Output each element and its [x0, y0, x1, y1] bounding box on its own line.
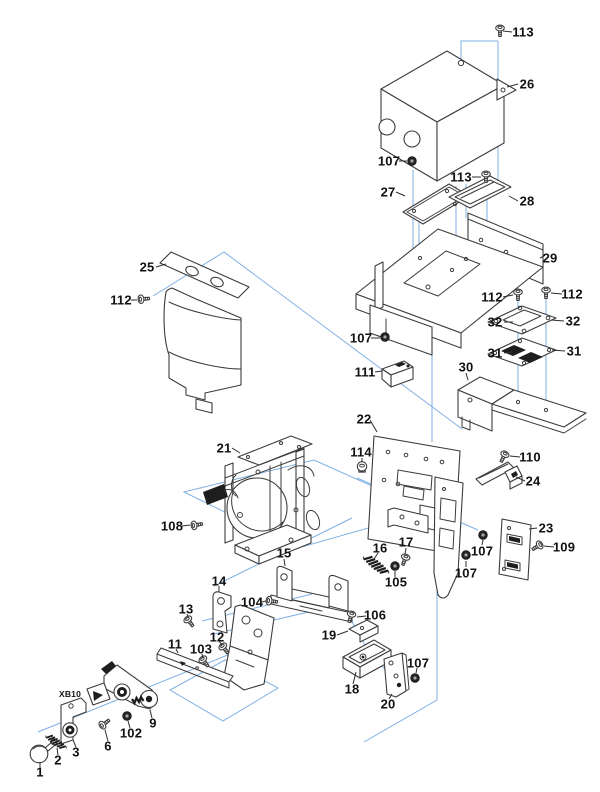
- leader-line: [515, 476, 526, 482]
- screw-icon: [529, 539, 545, 554]
- screw-icon: [495, 24, 505, 38]
- screw-icon: [182, 613, 197, 630]
- leader-line: [509, 455, 521, 458]
- leader-line: [373, 552, 379, 560]
- part-32-plate: [487, 305, 557, 335]
- part-19-bracket: [348, 619, 379, 643]
- leader-line: [374, 370, 383, 373]
- leader-line: [175, 648, 179, 654]
- part-28-clip: [448, 175, 512, 209]
- nut-icon: [461, 550, 471, 560]
- screw-icon: [541, 286, 551, 300]
- button-icon: [356, 461, 368, 473]
- reference-flag-xb10: [86, 682, 111, 706]
- nut-icon: [478, 530, 488, 540]
- leader-line: [550, 319, 565, 322]
- part-12-bracket-plate: [223, 604, 275, 691]
- part-14-bracket: [212, 591, 232, 634]
- leader-line: [395, 191, 406, 197]
- leader-line: [186, 613, 189, 618]
- nut-icon: [122, 711, 132, 721]
- leader-line: [404, 547, 407, 555]
- leader-line: [261, 600, 267, 603]
- screw-icon: [137, 293, 151, 305]
- part-15-bracket: [270, 565, 353, 623]
- leader-line: [415, 667, 418, 674]
- leader-lines: [39, 30, 566, 767]
- leader-line: [539, 255, 545, 259]
- leader-line: [502, 30, 513, 33]
- leader-line: [155, 263, 167, 268]
- nut-icon: [380, 332, 390, 342]
- part-25-cover: [159, 251, 250, 414]
- part-22-mount-plate: [367, 435, 464, 599]
- leader-line: [543, 545, 555, 548]
- leader-line: [336, 630, 349, 636]
- part-23-plate: [498, 518, 532, 581]
- part-31-pad-plate: [487, 337, 557, 367]
- part-111-switch: [381, 360, 414, 388]
- leader-line: [508, 195, 519, 202]
- part-29-chassis: [355, 212, 544, 356]
- screw-icon: [513, 288, 523, 302]
- nut-icon: [410, 673, 420, 683]
- part-24-sensor: [475, 461, 523, 490]
- leader-line: [127, 720, 131, 729]
- part-11-bar: [156, 647, 234, 689]
- leader-line: [502, 294, 514, 298]
- part-26-box-cover: [378, 50, 517, 182]
- leader-line: [465, 372, 469, 381]
- leader-line: [551, 349, 566, 352]
- screw-icon: [189, 519, 204, 531]
- leader-line: [506, 83, 519, 88]
- leader-line: [503, 351, 513, 354]
- part-21-solenoid-assembly: [203, 435, 321, 565]
- part-30-bracket: [457, 376, 587, 434]
- leader-line: [104, 729, 109, 742]
- leader-line: [283, 558, 286, 567]
- screw-icon: [96, 716, 113, 731]
- leader-line: [231, 447, 241, 454]
- leader-line: [481, 539, 484, 546]
- leader-line: [356, 615, 367, 618]
- leader-line: [181, 524, 191, 527]
- part-9-lever: [97, 661, 159, 710]
- leader-line: [369, 419, 378, 433]
- leader-line: [72, 739, 77, 748]
- nut-icon: [390, 561, 400, 571]
- leader-line: [56, 747, 59, 756]
- leader-line: [149, 709, 153, 719]
- nut-icon: [407, 156, 417, 166]
- leader-line: [201, 653, 204, 659]
- leader-line: [550, 292, 563, 295]
- leader-line: [218, 640, 223, 646]
- part-20-plate: [383, 652, 410, 698]
- part-3-bracket: [60, 697, 87, 745]
- leader-line: [528, 527, 538, 530]
- leader-line: [352, 671, 357, 685]
- leader-line: [388, 693, 393, 700]
- screw-icon: [398, 552, 412, 568]
